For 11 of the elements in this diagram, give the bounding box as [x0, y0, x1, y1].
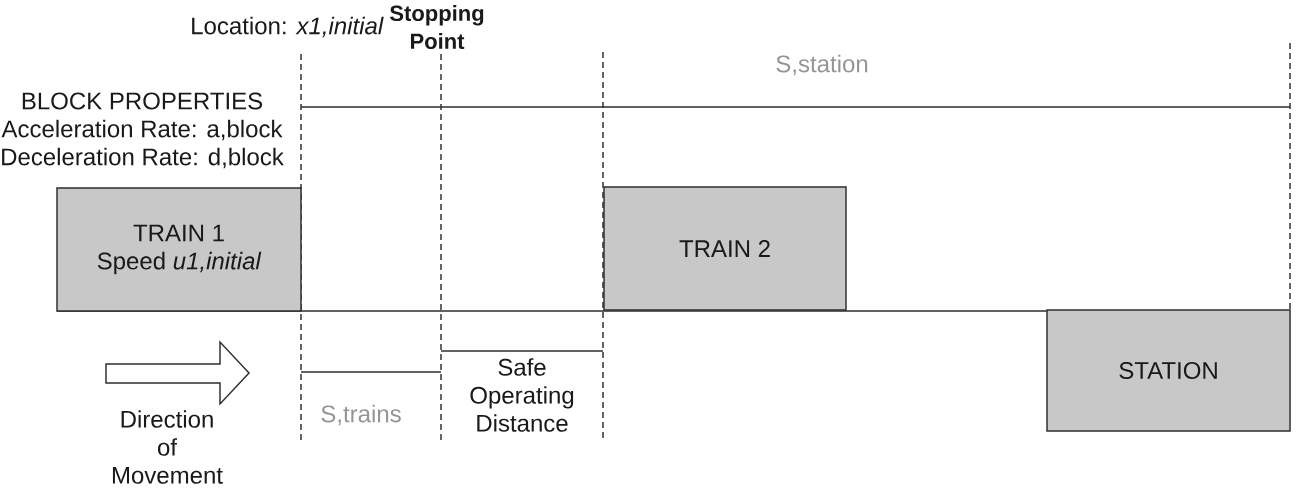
station-box: STATION — [1046, 309, 1291, 432]
marker-label: Stopping Point — [390, 4, 484, 50]
marker-label: Location: x1,initial — [192, 16, 384, 38]
dimension-label: S,trains — [321, 404, 401, 426]
train-box: TRAIN 2 — [603, 186, 847, 311]
property-text: Acceleration Rate: a,block — [1, 119, 283, 141]
heading: BLOCK PROPERTIES — [22, 92, 263, 110]
arrow-caption: Direction of Movement — [112, 410, 223, 484]
dimension-label: S,station — [776, 54, 868, 76]
train-box: TRAIN 1 Speed u1,initial — [56, 187, 302, 312]
dimension-label: Safe Operating Distance — [470, 358, 574, 432]
